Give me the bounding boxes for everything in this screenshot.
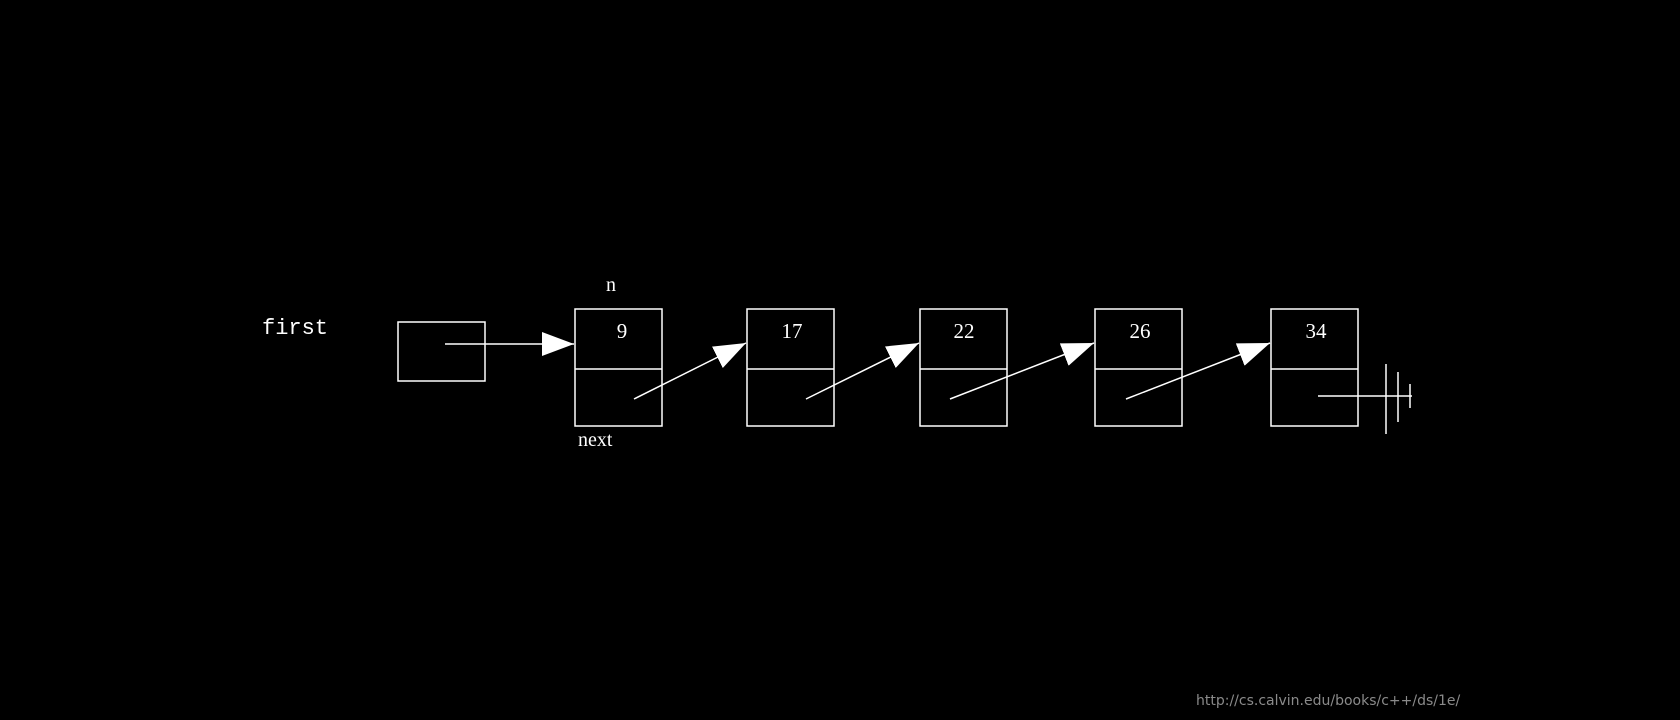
first-pointer-label: first [262,316,328,341]
list-node: 17 [746,308,920,427]
list-node: 26 [1094,308,1271,427]
next-pointer-arrow [949,342,1095,400]
node-value: 9 [617,319,628,343]
data-field-label: n [606,274,616,296]
node-box [574,308,663,427]
node-value: 34 [1306,319,1328,343]
next-field-label: next [578,429,613,451]
node-box [919,308,1008,427]
next-pointer-arrow [633,342,747,400]
node-value: 26 [1130,319,1151,343]
node-box [746,308,835,427]
node-box [1094,308,1183,427]
next-pointer-arrow [1125,342,1271,400]
source-url: http://cs.calvin.edu/books/c++/ds/1e/ [1196,693,1461,709]
list-node: 9 [574,308,747,427]
node-value: 17 [782,319,803,343]
null-ground-icon [1318,364,1412,434]
node-box [1270,308,1359,427]
node-value: 22 [954,319,975,343]
first-pointer-box [397,321,486,382]
list-node: 22 [919,308,1095,427]
next-pointer-arrow [805,342,920,400]
list-node: 34 [1270,308,1359,427]
